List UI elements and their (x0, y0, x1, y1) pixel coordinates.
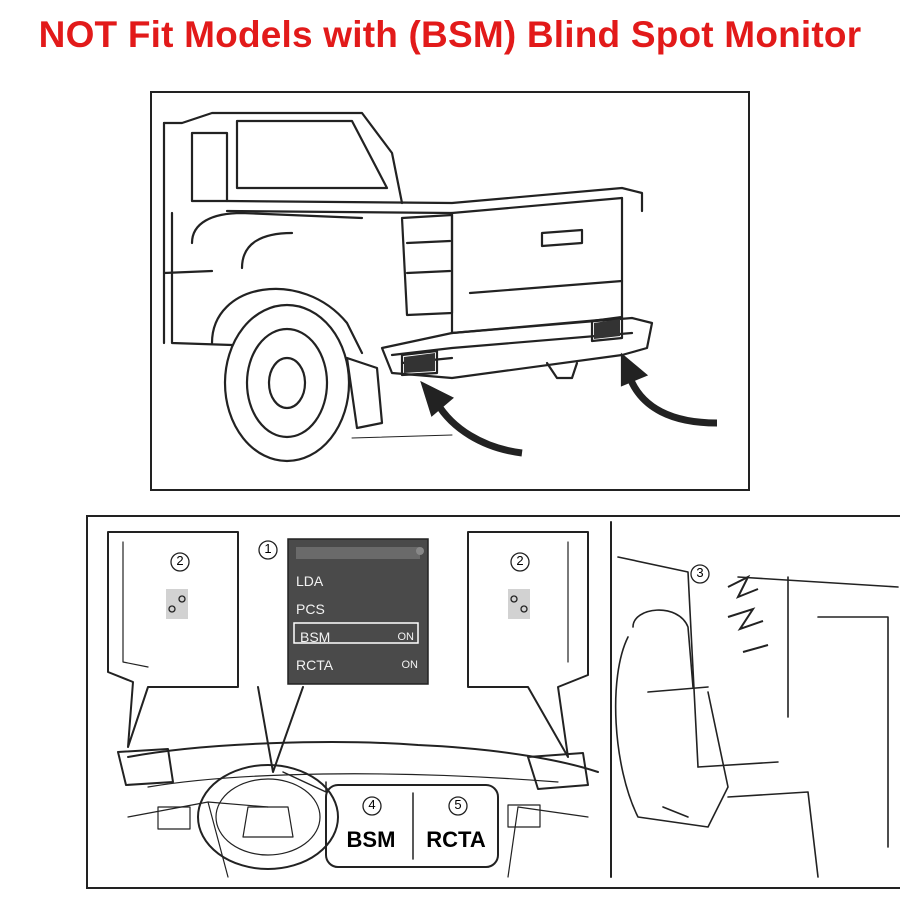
truck-rear-illustration (162, 111, 718, 463)
bsm-switch-label: BSM (346, 827, 396, 852)
truck-rear-panel (150, 91, 750, 491)
callout-number-5: 5 (454, 797, 462, 812)
bsm-highlight (293, 622, 419, 644)
menu-item-lda: LDA (296, 573, 324, 589)
interior-panel: 2 1 2 3 4 5 LDA PCS BSM ON RCTA ON BSM R… (86, 515, 900, 889)
mirror-indicator-icon (508, 589, 530, 619)
callout-number-1: 1 (264, 541, 272, 556)
switch-callout (325, 784, 499, 868)
arrow-icon (420, 380, 523, 457)
callout-number-4: 4 (368, 797, 376, 812)
callout-number-2-right: 2 (516, 553, 524, 568)
rcta-switch-label: RCTA (426, 827, 486, 852)
menu-item-pcs: PCS (296, 601, 325, 617)
callout-number-3: 3 (696, 565, 704, 580)
right-mirror-callout (467, 531, 589, 758)
multi-info-display (287, 538, 429, 685)
mirror-indicator-icon (166, 589, 188, 619)
menu-item-bsm: BSM ON (300, 629, 414, 645)
display-menu: LDA PCS BSM ON RCTA ON (296, 567, 418, 679)
interior-seat-illustration (614, 556, 899, 878)
menu-item-rcta: RCTA ON (296, 657, 418, 673)
warning-sound-icon (727, 574, 769, 653)
page-title: NOT Fit Models with (BSM) Blind Spot Mon… (38, 14, 862, 55)
callout-number-2-left: 2 (176, 553, 184, 568)
left-mirror-callout (107, 531, 239, 748)
arrow-icon (620, 352, 718, 427)
